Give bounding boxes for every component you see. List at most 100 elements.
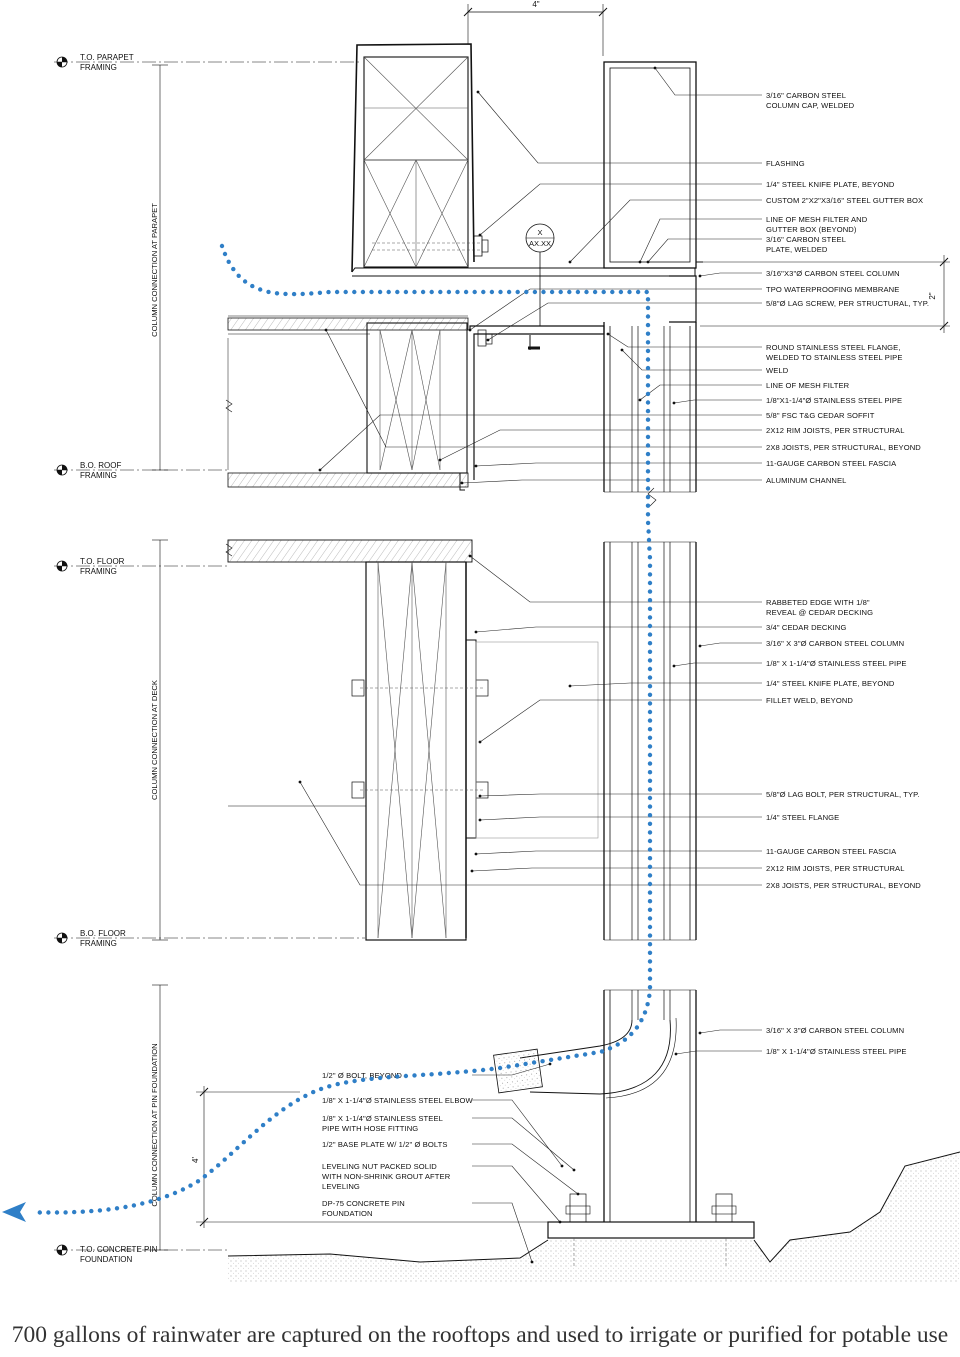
water-dot	[438, 289, 443, 295]
water-dot	[266, 289, 271, 295]
water-dot	[235, 1145, 240, 1151]
water-dot	[463, 289, 469, 295]
water-dot	[645, 443, 651, 448]
level-line2: FRAMING	[80, 939, 117, 948]
level-line2: FRAMING	[80, 63, 117, 72]
water-dot	[629, 1031, 634, 1037]
note-label: FILLET WELD, BEYOND	[766, 696, 853, 705]
leader-arrowhead	[672, 664, 676, 668]
water-dot	[489, 289, 495, 295]
leader-arrowhead	[698, 274, 702, 278]
note-label: 5/8" FSC T&G CEDAR SOFFIT	[766, 411, 875, 420]
water-dot	[541, 289, 546, 295]
note-line: PLATE, WELDED	[766, 245, 828, 254]
note-label: 2X8 JOISTS, PER STRUCTURAL, BEYOND	[766, 443, 921, 452]
leader-line	[675, 1050, 762, 1055]
water-dot	[647, 718, 653, 723]
note-line: 3/16" X 3"Ø CARBON STEEL COLUMN	[766, 1026, 904, 1035]
water-dot	[591, 1050, 596, 1056]
note-line: FLASHING	[766, 159, 805, 168]
leader-line	[461, 479, 762, 484]
leader-line	[472, 1165, 561, 1223]
leader-arrowhead	[698, 1031, 702, 1035]
water-dot	[645, 477, 651, 483]
water-dot	[236, 273, 241, 278]
water-dot	[647, 606, 653, 611]
level-line1: B.O. ROOF	[80, 461, 121, 470]
leader-line	[487, 302, 762, 341]
leader-arrowhead	[478, 740, 482, 744]
note-label: 1/4" STEEL KNIFE PLATE, BEYOND	[766, 180, 895, 189]
water-dot	[645, 391, 651, 397]
leader-line	[607, 333, 762, 348]
leader-line	[469, 288, 762, 331]
note-line: 2X8 JOISTS, PER STRUCTURAL, BEYOND	[766, 443, 921, 452]
water-dot	[403, 1073, 409, 1079]
water-dot	[250, 283, 255, 289]
water-dot	[247, 1134, 253, 1139]
water-dot	[642, 1010, 648, 1015]
water-dot	[369, 289, 374, 295]
water-dot	[242, 279, 248, 284]
water-dot	[647, 959, 653, 964]
water-dot	[148, 1199, 153, 1204]
water-dot	[463, 1069, 469, 1074]
water-dot	[360, 289, 366, 295]
water-dot	[647, 563, 653, 568]
water-dot	[267, 1117, 272, 1122]
water-dot	[156, 1196, 162, 1202]
leader-arrowhead	[674, 1052, 678, 1056]
water-dot	[647, 649, 653, 654]
note-label: 3/16" X 3"Ø CARBON STEEL COLUMN	[766, 639, 904, 648]
water-dot	[558, 289, 563, 295]
water-dot	[131, 1203, 137, 1208]
water-dot	[635, 289, 641, 295]
note-label: 11-GAUGE CARBON STEEL FASCIA	[766, 459, 897, 468]
water-dot	[647, 761, 653, 766]
water-dot	[647, 787, 653, 792]
leader-arrowhead	[548, 1062, 552, 1066]
water-dot	[645, 408, 651, 414]
water-dot	[647, 623, 653, 629]
note-label: 2X12 RIM JOISTS, PER STRUCTURAL	[766, 864, 905, 873]
note-line: 3/16"X3"Ø CARBON STEEL COLUMN	[766, 269, 900, 278]
water-dot	[549, 289, 555, 295]
water-dot	[645, 305, 651, 311]
water-dot	[647, 615, 653, 620]
water-dot	[524, 289, 529, 295]
water-dot	[180, 1187, 186, 1192]
water-dot	[647, 942, 653, 947]
water-dot	[228, 1151, 234, 1157]
water-dot	[644, 289, 649, 295]
gutter-dimension: 2"	[700, 255, 950, 333]
leader-arrowhead	[438, 458, 442, 462]
note-label: 2X12 RIM JOISTS, PER STRUCTURAL	[766, 426, 905, 435]
water-dot	[645, 400, 651, 405]
leader-line	[699, 1029, 762, 1034]
note-label: 1/8" X 1-1/4"Ø STAINLESS STEEL PIPE	[766, 1047, 907, 1056]
water-dot	[377, 289, 383, 295]
note-label: 11-GAUGE CARBON STEEL FASCIA	[766, 847, 897, 856]
leader-line	[479, 816, 762, 821]
water-dot	[647, 658, 653, 663]
leader-line	[699, 642, 762, 647]
water-dot	[54, 1210, 60, 1215]
note-line: 2X12 RIM JOISTS, PER STRUCTURAL	[766, 426, 905, 435]
note-line: REVEAL @ CEDAR DECKING	[766, 608, 873, 617]
water-dot	[645, 486, 651, 491]
water-dot	[46, 1210, 51, 1215]
water-dot	[288, 1102, 293, 1107]
leader-line	[472, 1202, 533, 1263]
note-line: PIPE WITH HOSE FITTING	[322, 1124, 418, 1133]
rainwater-flow-path	[37, 243, 653, 1215]
water-dot	[334, 289, 340, 295]
water-dot	[231, 266, 236, 272]
water-dot	[195, 1179, 201, 1184]
level-line2: FRAMING	[80, 567, 117, 576]
water-dot	[567, 289, 572, 295]
water-dot	[455, 289, 460, 295]
leader-line	[475, 850, 762, 855]
water-dot	[647, 727, 653, 732]
caption: 700 gallons of rainwater are captured on…	[11, 1322, 949, 1348]
